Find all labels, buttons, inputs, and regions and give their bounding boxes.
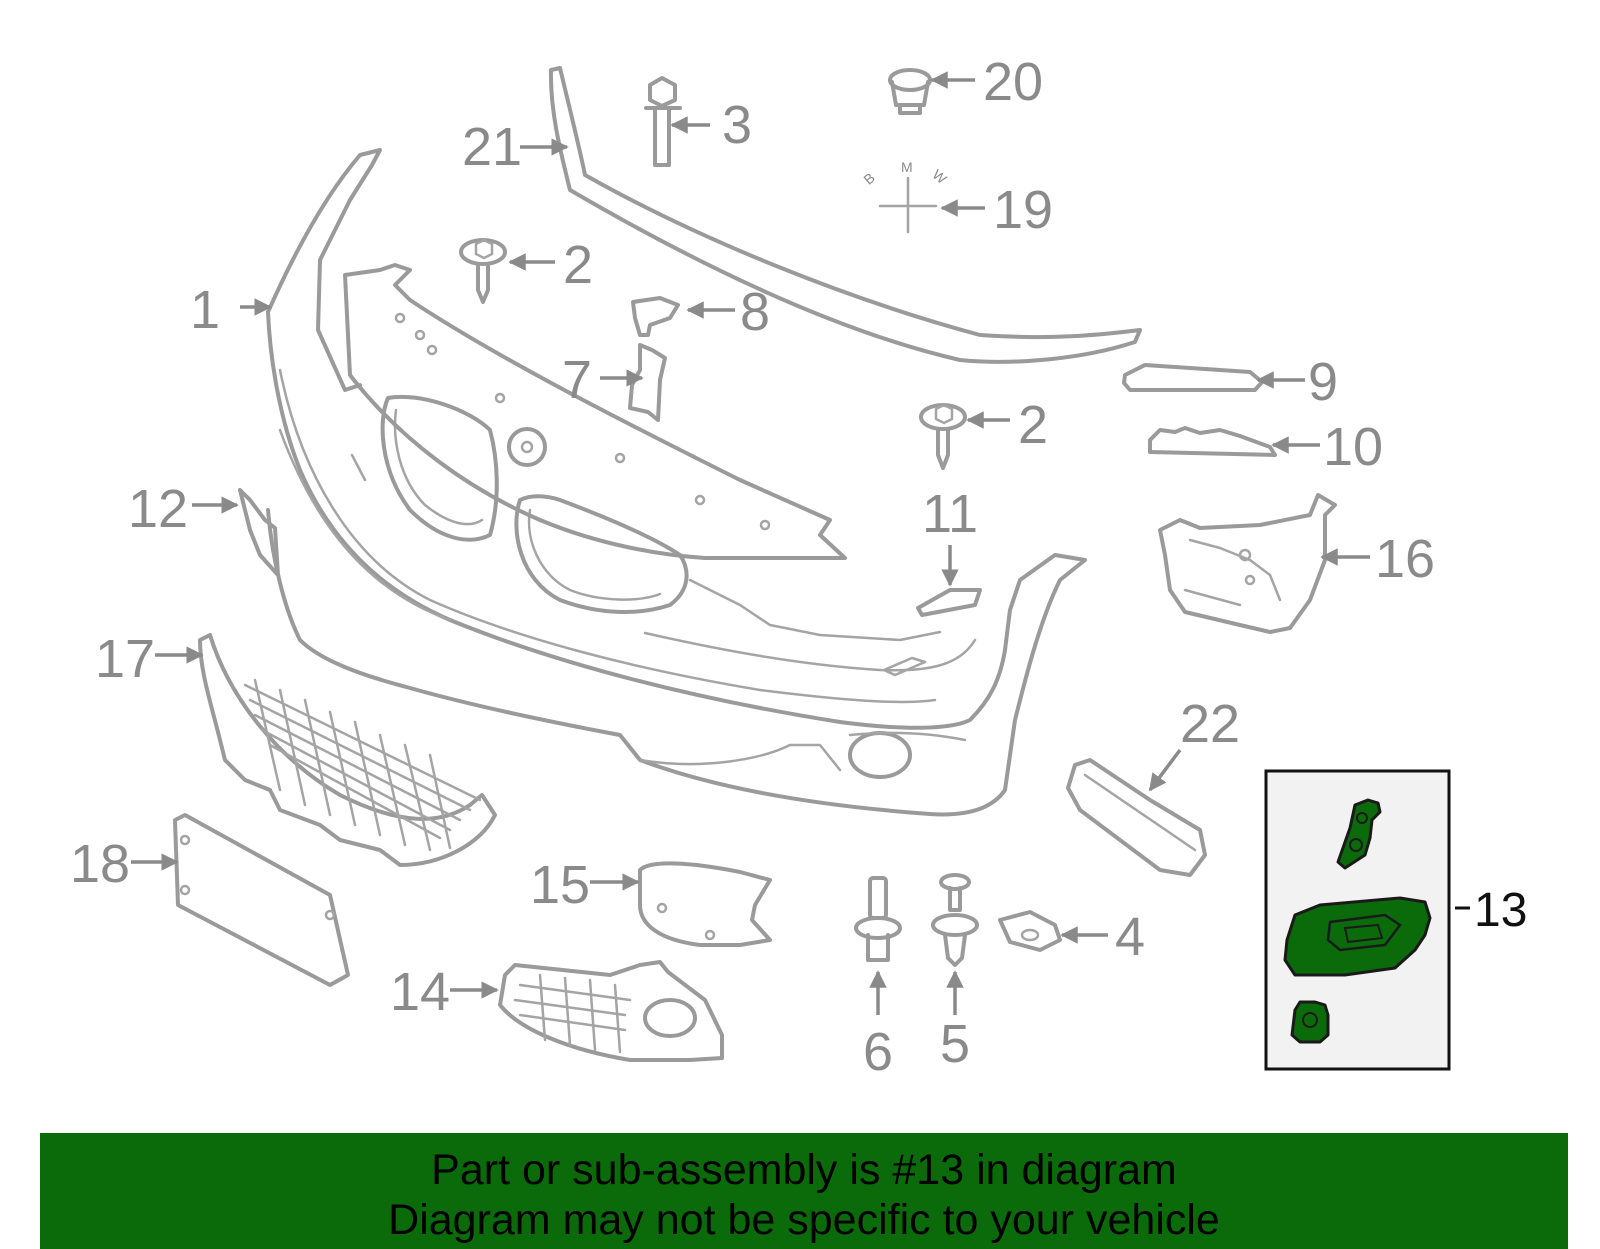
callout-19[interactable]: 19 [993, 180, 1053, 240]
fog-grille-part[interactable] [498, 960, 724, 1062]
callout-1[interactable]: 1 [190, 280, 220, 340]
screw-part-upper[interactable] [459, 238, 507, 304]
callout-18[interactable]: 18 [70, 834, 130, 894]
emblem-letter-w: W [929, 166, 950, 187]
screw-part-lower[interactable] [919, 403, 967, 470]
callout-20[interactable]: 20 [983, 52, 1043, 112]
cover-11-part[interactable] [916, 588, 982, 617]
callout-10[interactable]: 10 [1323, 417, 1383, 477]
callout-2a[interactable]: 2 [563, 235, 593, 295]
trim-strip-10-part[interactable] [1148, 426, 1277, 457]
callout-4[interactable]: 4 [1115, 907, 1145, 967]
bolt-part[interactable] [644, 76, 682, 167]
nut-clip-part[interactable] [998, 910, 1062, 952]
highlight-housing-part[interactable] [1283, 896, 1432, 977]
grommet-part[interactable] [888, 68, 932, 115]
trim-strip-9-part[interactable] [1122, 363, 1264, 392]
clip-part[interactable] [628, 343, 667, 422]
callout-6[interactable]: 6 [863, 1022, 893, 1082]
callout-16[interactable]: 16 [1375, 529, 1435, 589]
bumper-cover-part[interactable] [266, 148, 1087, 817]
callout-22[interactable]: 22 [1180, 694, 1240, 754]
callout-8[interactable]: 8 [740, 282, 770, 342]
callout-7[interactable]: 7 [562, 350, 592, 410]
banner-line-1: Part or sub-assembly is #13 in diagram [431, 1146, 1177, 1194]
callout-15[interactable]: 15 [530, 855, 590, 915]
callout-11[interactable]: 11 [922, 484, 978, 544]
callout-5[interactable]: 5 [940, 1014, 970, 1074]
callout-3[interactable]: 3 [722, 95, 752, 155]
small-bracket-part[interactable] [631, 296, 680, 337]
license-plate-bracket-part[interactable] [173, 813, 350, 987]
banner-line-2: Diagram may not be specific to your vehi… [388, 1196, 1220, 1244]
upper-bracket-part[interactable] [343, 263, 847, 560]
callout-13[interactable]: 13 [1474, 884, 1527, 937]
upper-trim-strip-part[interactable] [548, 66, 1142, 364]
leader-lines [131, 71, 1470, 1015]
fog-cover-part[interactable] [638, 861, 772, 947]
push-clip-part[interactable] [854, 876, 902, 962]
lower-grille-part[interactable] [198, 633, 497, 867]
callout-12[interactable]: 12 [128, 479, 188, 539]
callout-labels: 1 2 2 3 4 5 6 7 8 9 10 11 12 13 14 15 16… [70, 52, 1527, 1082]
expansion-rivet-part[interactable] [931, 873, 979, 967]
highlight-plug-part[interactable] [1290, 1000, 1330, 1044]
highlight-bracket-part[interactable] [1336, 798, 1382, 870]
callout-9[interactable]: 9 [1308, 352, 1338, 412]
cover-12-part[interactable] [238, 488, 280, 577]
emblem-letter-m: M [901, 159, 913, 175]
side-bracket-part[interactable] [1158, 493, 1337, 634]
callout-2b[interactable]: 2 [1018, 395, 1048, 455]
emblem-letter-b: B [860, 169, 877, 187]
callout-14[interactable]: 14 [390, 962, 450, 1022]
callout-17[interactable]: 17 [95, 629, 155, 689]
callout-21[interactable]: 21 [462, 117, 522, 177]
info-banner: Part or sub-assembly is #13 in diagram D… [40, 1133, 1568, 1249]
highlight-inset[interactable] [1264, 769, 1451, 1071]
reflector-part[interactable] [1066, 758, 1207, 877]
emblem-part[interactable]: B M W [860, 159, 950, 234]
